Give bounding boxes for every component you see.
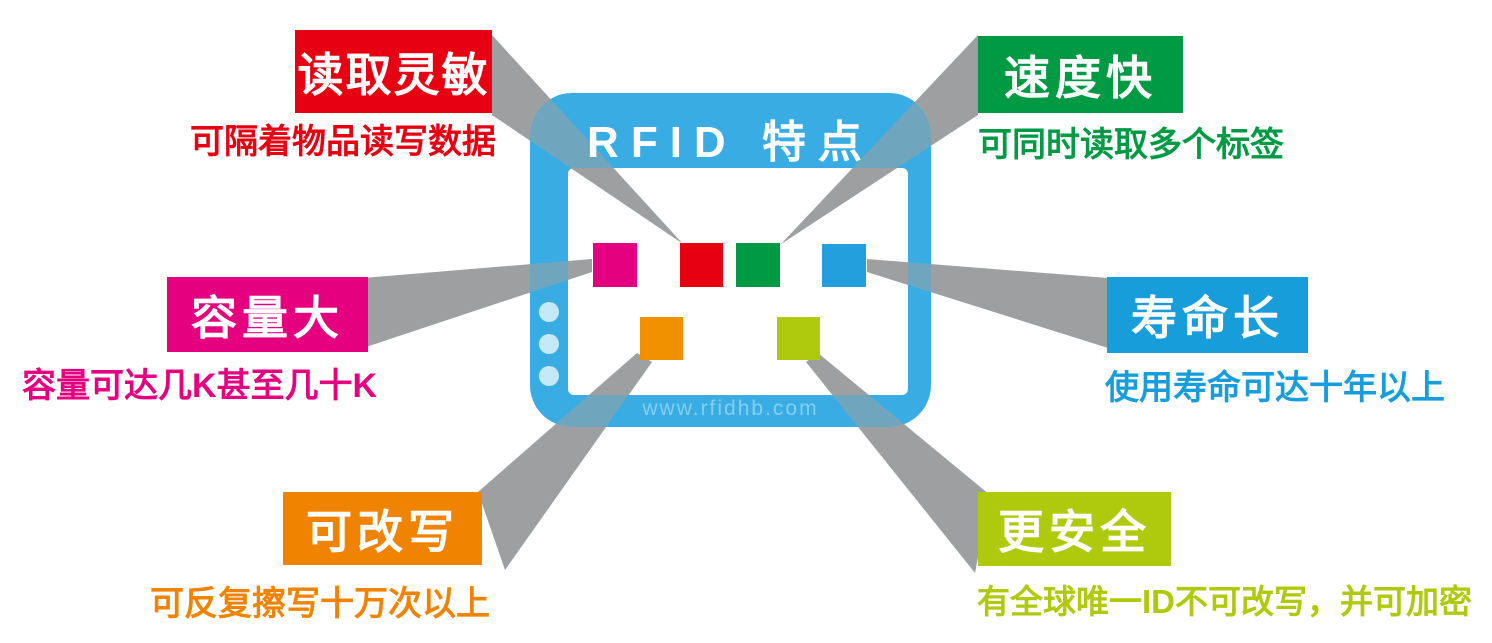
chip-square-green [736, 243, 780, 287]
feature-description-speed: 可同时读取多个标签 [978, 126, 1284, 164]
beam-rewrite [478, 353, 652, 570]
feature-box-read: 读取灵敏 [295, 30, 492, 113]
feature-description-read: 可隔着物品读写数据 [190, 123, 496, 161]
feature-box-label: 速度快 [1004, 51, 1157, 104]
feature-box-label: 容量大 [191, 291, 344, 344]
website-url: www.rfidhb.com [642, 397, 819, 420]
device-dot [539, 334, 559, 354]
diagram-title: RFID 特点 [587, 118, 874, 167]
chip-square-orange [640, 317, 683, 360]
feature-description-rewrite: 可反复擦写十万次以上 [150, 585, 490, 623]
feature-box-lifespan: 寿命长 [1107, 277, 1308, 353]
feature-box-secure: 更安全 [978, 492, 1171, 566]
feature-box-label: 读取灵敏 [297, 48, 490, 101]
chip-square-blue [822, 244, 866, 287]
chip-square-lime [777, 317, 820, 360]
feature-box-label: 寿命长 [1131, 292, 1284, 344]
feature-box-label: 可改写 [306, 505, 459, 558]
chip-square-red [680, 243, 723, 287]
chip-squares [593, 243, 866, 360]
chip-square-magenta [593, 243, 637, 287]
feature-description-lifespan: 使用寿命可达十年以上 [1105, 369, 1445, 407]
feature-box-capacity: 容量大 [167, 277, 368, 352]
beam-capacity [363, 259, 592, 348]
feature-description-secure: 有全球唯一ID不可改写，并可加密 [977, 583, 1472, 620]
device-dot [539, 366, 559, 386]
device-dot [539, 302, 559, 322]
beam-secure [806, 353, 990, 573]
feature-box-label: 更安全 [998, 506, 1151, 558]
feature-box-rewrite: 可改写 [283, 492, 482, 565]
feature-box-speed: 速度快 [978, 36, 1183, 113]
feature-description-capacity: 容量可达几K甚至几十K [22, 367, 378, 405]
connector-beams [363, 35, 1108, 573]
beam-lifespan [867, 259, 1108, 348]
